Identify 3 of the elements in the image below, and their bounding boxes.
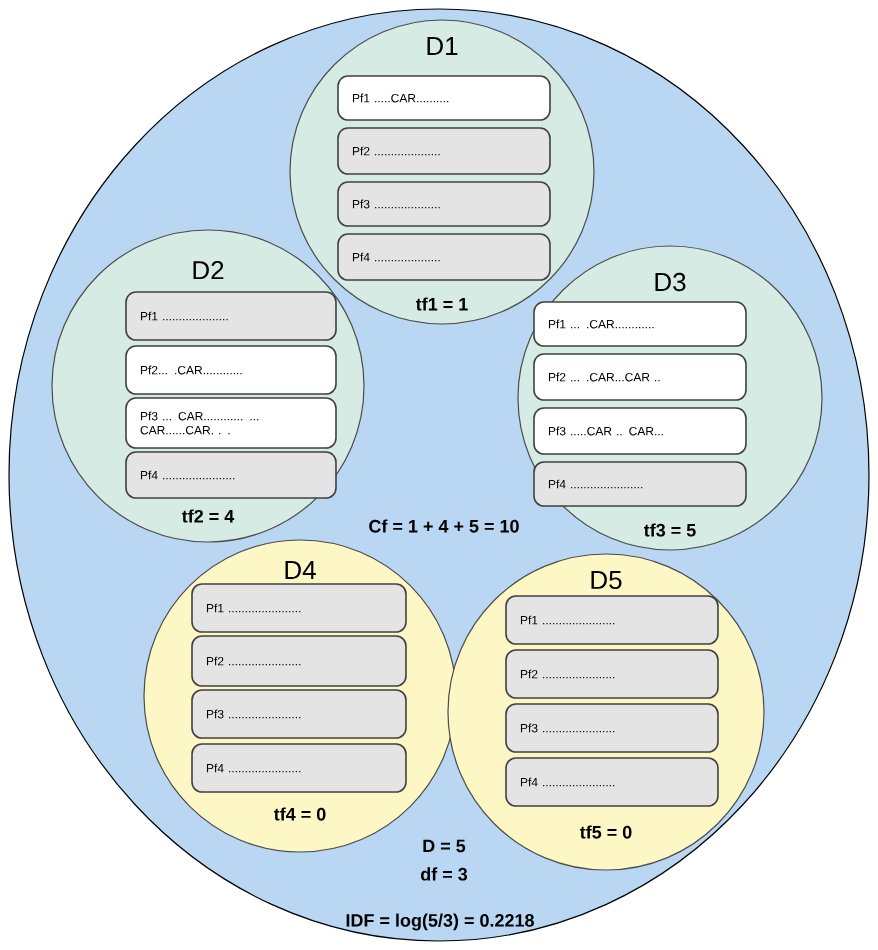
formula-text: df = 3 <box>421 867 468 881</box>
formula-text: IDF = log(5/3) = 0.2218 <box>346 913 534 931</box>
formula-text: Cf = 1 + 4 + 5 = 10 <box>369 519 519 533</box>
